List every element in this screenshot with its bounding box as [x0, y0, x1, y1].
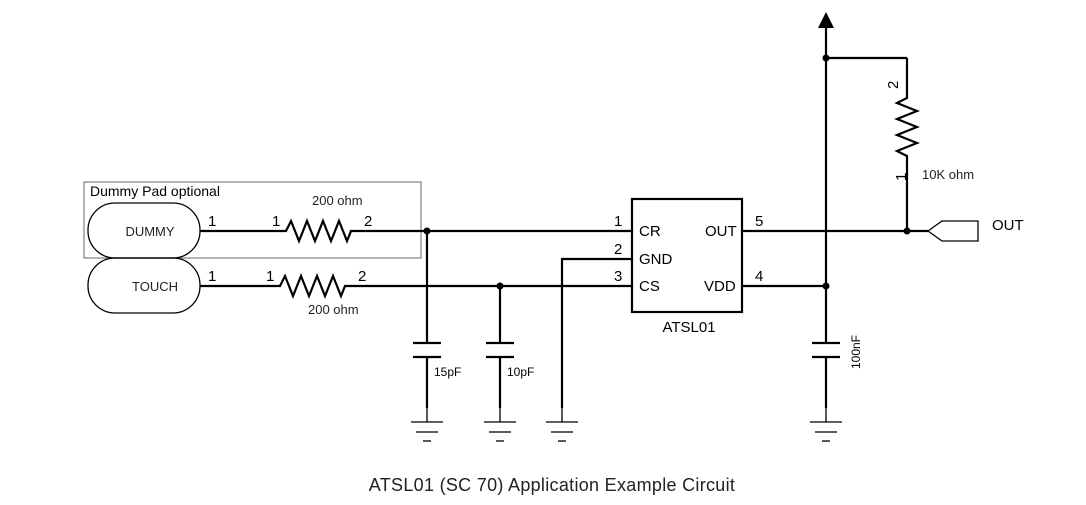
pullup-resistor-value: 10K ohm	[922, 167, 974, 182]
dummy-resistor-pin1: 1	[272, 213, 280, 230]
out-port-label: OUT	[992, 217, 1024, 234]
capacitor-15pf-value: 15pF	[434, 365, 461, 379]
ic-pin-3-number: 3	[614, 268, 622, 285]
ground-symbol	[484, 408, 516, 442]
ic-pin-cs: CS	[639, 278, 660, 295]
dummy-resistor-pin2: 2	[364, 213, 372, 230]
ic-name: ATSL01	[662, 319, 715, 336]
ic-pin-out: OUT	[705, 223, 737, 240]
dummy-pad-optional-box: Dummy Pad optional	[83, 181, 422, 259]
figure-caption: ATSL01 (SC 70) Application Example Circu…	[369, 475, 735, 495]
touch-pad-pin: 1	[208, 268, 216, 285]
touch-resistor-pin1: 1	[266, 268, 274, 285]
ic-pin-2-number: 2	[614, 241, 622, 258]
touch-resistor-pin2: 2	[358, 268, 366, 285]
dummy-resistor-value: 200 ohm	[312, 193, 363, 208]
out-port: OUT	[926, 217, 1024, 242]
pullup-resistor: 2 1 10K ohm	[885, 58, 974, 231]
touch-resistor: 1 2 200 ohm	[200, 268, 632, 317]
dummy-pad-label: DUMMY	[125, 224, 174, 239]
ground-symbol	[546, 408, 578, 442]
ic-pin-1-number: 1	[614, 213, 622, 230]
touch-pad-label: TOUCH	[132, 279, 178, 294]
capacitor-100nf: 100nF	[812, 335, 863, 408]
capacitor-10pf-value: 10pF	[507, 365, 534, 379]
ic-pin-4-number: 4	[755, 268, 763, 285]
ic-atsl01: 1 2 3 CR GND CS OUT VDD 5 4 ATSL01	[614, 197, 763, 336]
ic-pin-cr: CR	[639, 223, 661, 240]
ground-symbol	[411, 408, 443, 442]
power-arrow-icon	[818, 12, 834, 28]
dummy-pad: DUMMY 1	[87, 202, 216, 259]
capacitor-10pf: 10pF	[486, 286, 534, 408]
ic-pin-gnd: GND	[639, 251, 673, 268]
dummy-pad-pin: 1	[208, 213, 216, 230]
ic-pin-5-number: 5	[755, 213, 763, 230]
touch-pad: TOUCH 1	[87, 257, 216, 314]
touch-resistor-value: 200 ohm	[308, 302, 359, 317]
pullup-resistor-pin1: 1	[893, 173, 910, 181]
pullup-resistor-pin2: 2	[885, 81, 902, 89]
ground-symbol	[810, 408, 842, 442]
dummy-resistor: 1 2 200 ohm	[200, 193, 427, 244]
capacitor-15pf: 15pF	[413, 231, 461, 408]
optional-box-label: Dummy Pad optional	[90, 183, 220, 199]
ic-pin-vdd: VDD	[704, 278, 736, 295]
capacitor-100nf-value: 100nF	[849, 335, 863, 369]
